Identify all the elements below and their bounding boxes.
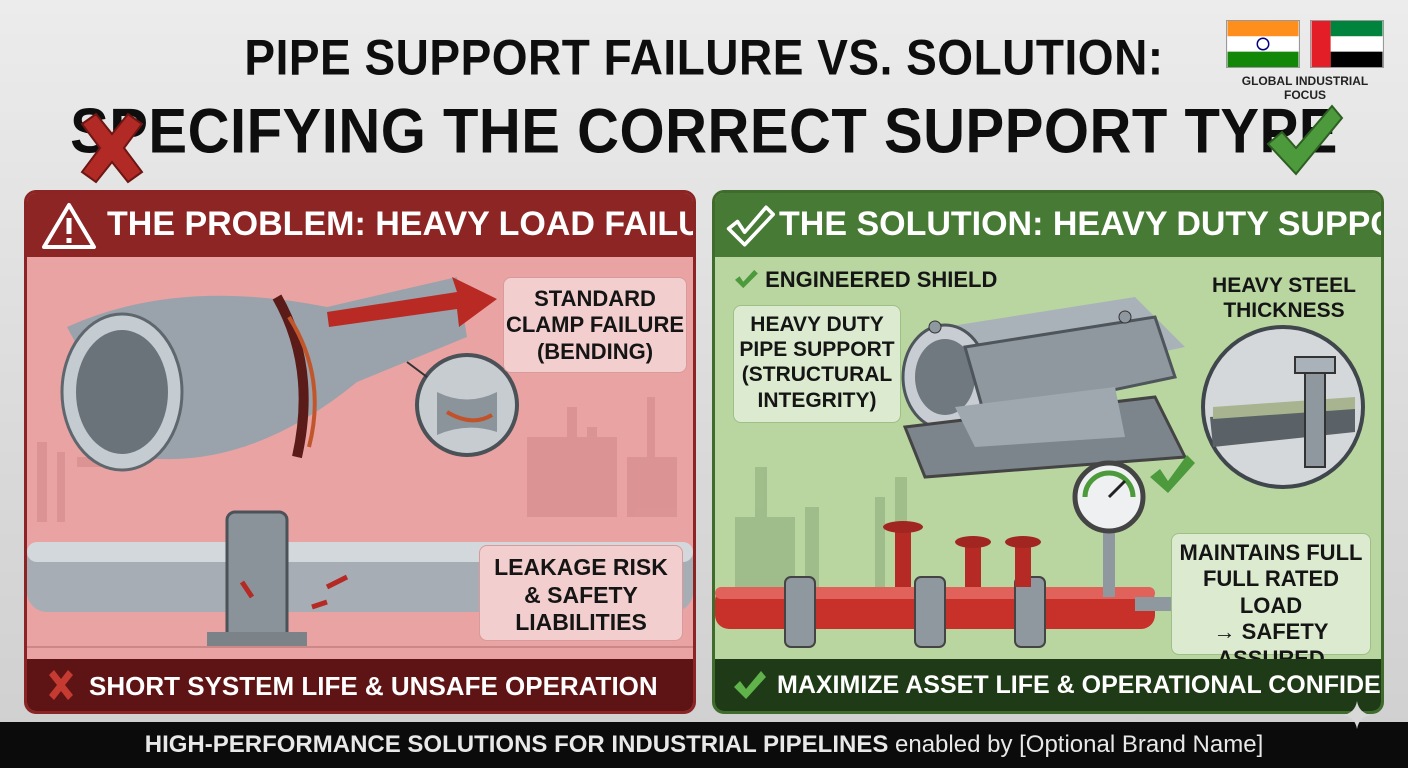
problem-footer: SHORT SYSTEM LIFE & UNSAFE OPERATION xyxy=(27,659,693,711)
rated-load-callout: MAINTAINS FULL FULL RATED LOAD → SAFETY … xyxy=(1171,533,1371,671)
clamp-failure-callout: STANDARD CLAMP FAILURE (BENDING) xyxy=(503,277,687,373)
tagline-strong: HIGH-PERFORMANCE SOLUTIONS FOR INDUSTRIA… xyxy=(144,731,889,758)
x-icon xyxy=(80,112,144,184)
india-flag-icon xyxy=(1226,20,1300,68)
problem-header: THE PROBLEM: HEAVY LOAD FAILURE xyxy=(27,193,693,257)
callout-line: STANDARD xyxy=(534,286,656,311)
solution-panel: THE SOLUTION: HEAVY DUTY SUPPORT xyxy=(712,190,1384,714)
callout-line: LEAKAGE RISK xyxy=(494,554,668,580)
global-focus-label: GLOBAL INDUSTRIAL FOCUS xyxy=(1241,74,1369,102)
problem-heading: THE PROBLEM: HEAVY LOAD FAILURE xyxy=(107,205,696,243)
check-icon xyxy=(726,205,775,247)
bottom-tagline-bar: HIGH-PERFORMANCE SOLUTIONS FOR INDUSTRIA… xyxy=(0,722,1408,768)
engineered-shield-label: ENGINEERED SHIELD xyxy=(765,267,998,292)
callout-line: INTEGRITY) xyxy=(757,388,877,412)
callout-line: → SAFETY xyxy=(1213,619,1329,645)
heavy-duty-support-illustration xyxy=(715,297,1365,648)
engineered-shield-tag: ENGINEERED SHIELD xyxy=(733,267,997,293)
heavy-steel-callout: HEAVY STEEL THICKNESS xyxy=(1199,273,1369,329)
callout-line: THICKNESS xyxy=(1223,299,1345,323)
tagline-brand: enabled by [Optional Brand Name] xyxy=(888,731,1264,758)
solution-header: THE SOLUTION: HEAVY DUTY SUPPORT xyxy=(715,193,1381,257)
callout-line: LIABILITIES xyxy=(515,609,647,636)
leakage-risk-callout: LEAKAGE RISK & SAFETY LIABILITIES xyxy=(479,545,683,641)
sparkle-icon xyxy=(1343,701,1371,729)
callout-line: (STRUCTURAL xyxy=(741,363,893,387)
solution-footer-text: MAXIMIZE ASSET LIFE & OPERATIONAL CONFID… xyxy=(777,671,1384,699)
callout-line: CLAMP FAILURE xyxy=(505,312,685,338)
problem-footer-text: SHORT SYSTEM LIFE & UNSAFE OPERATION xyxy=(89,671,658,701)
problem-panel: THE PROBLEM: HEAVY LOAD FAILURE STANDAR xyxy=(24,190,696,714)
callout-line: PIPE SUPPORT xyxy=(739,338,895,362)
x-icon xyxy=(49,670,73,700)
check-icon xyxy=(734,671,766,699)
uae-flag-icon xyxy=(1310,20,1384,68)
callout-line: MAINTAINS FULL xyxy=(1179,540,1363,565)
main-title-line1: PIPE SUPPORT FAILURE VS. SOLUTION: xyxy=(244,28,1164,86)
check-icon xyxy=(735,269,758,289)
callout-line: & SAFETY xyxy=(524,581,638,608)
callout-line: HEAVY DUTY xyxy=(750,313,884,336)
main-title-line2: SPECIFYING THE CORRECT SUPPORT TYPE xyxy=(70,96,1338,167)
flags-badge: GLOBAL INDUSTRIAL FOCUS xyxy=(1222,18,1388,102)
solution-footer: MAXIMIZE ASSET LIFE & OPERATIONAL CONFID… xyxy=(715,659,1381,711)
bottom-tagline: HIGH-PERFORMANCE SOLUTIONS FOR INDUSTRIA… xyxy=(0,731,1408,759)
heavy-duty-support-callout: HEAVY DUTY PIPE SUPPORT (STRUCTURAL INTE… xyxy=(733,305,901,423)
warning-icon xyxy=(42,203,96,249)
callout-line: FULL RATED LOAD xyxy=(1202,566,1340,618)
solution-heading: THE SOLUTION: HEAVY DUTY SUPPORT xyxy=(779,205,1384,243)
callout-line: HEAVY STEEL xyxy=(1212,274,1356,297)
callout-line: (BENDING) xyxy=(536,338,654,364)
check-icon xyxy=(1266,104,1344,176)
